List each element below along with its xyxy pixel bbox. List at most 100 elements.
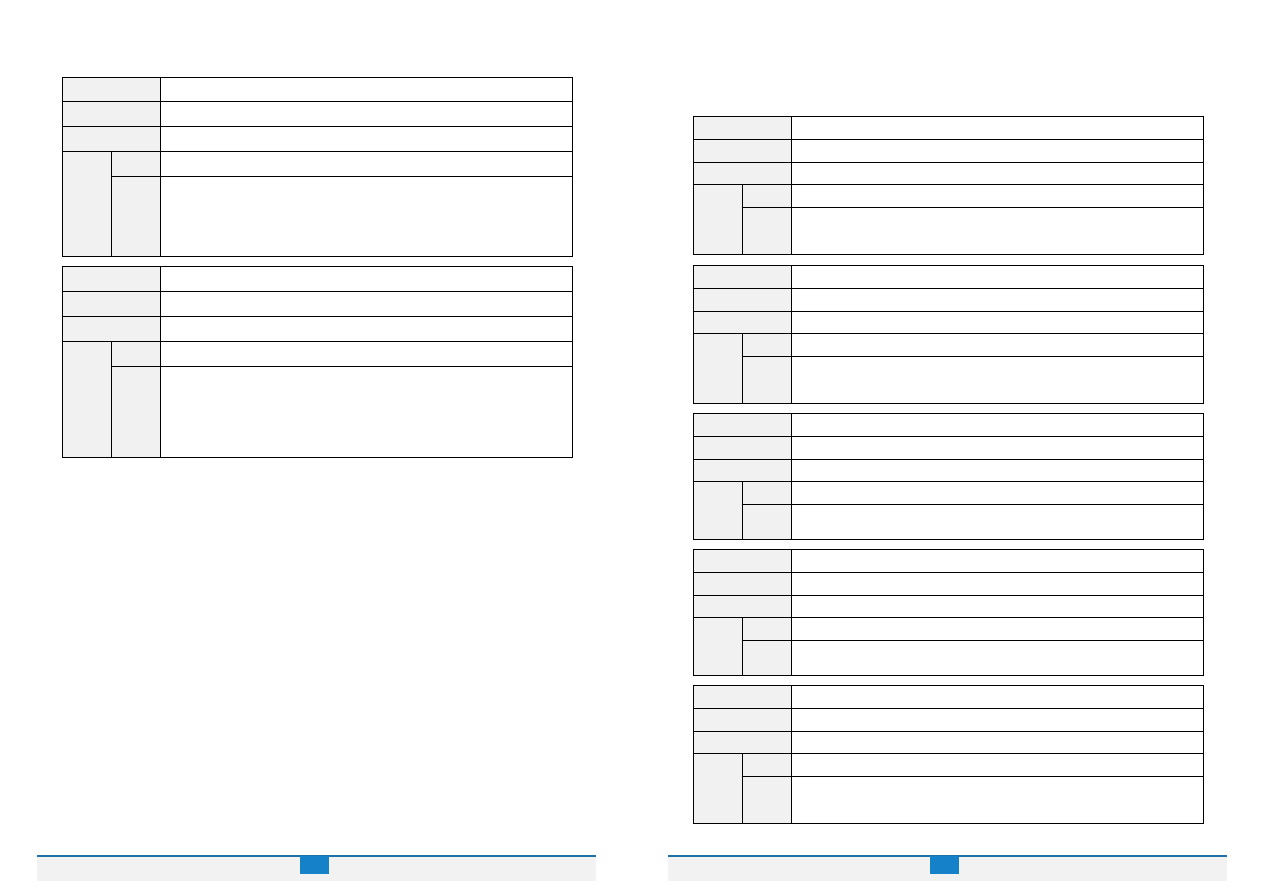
table-row [693, 116, 1204, 140]
field-value-cell [160, 316, 573, 342]
table-row [62, 77, 573, 102]
field-value-cell [791, 685, 1204, 709]
table-row [693, 572, 1204, 596]
field-label-cell [693, 731, 792, 754]
sub-label-cell [742, 753, 792, 777]
table-row [693, 184, 1204, 255]
field-value-cell [791, 333, 1204, 357]
field-label-cell [693, 413, 792, 437]
group-label-cell [693, 753, 743, 824]
form-table [62, 77, 573, 257]
field-label-cell [62, 291, 161, 317]
field-value-cell [791, 640, 1204, 676]
sub-label-cell [742, 481, 792, 505]
field-value-cell [791, 116, 1204, 140]
field-label-cell [62, 266, 161, 292]
table-row [62, 341, 573, 458]
field-value-cell [791, 731, 1204, 754]
field-label-cell [62, 101, 161, 127]
field-value-cell [791, 436, 1204, 460]
right-page [631, 0, 1262, 893]
field-label-cell [693, 288, 792, 312]
table-row [693, 413, 1204, 437]
table-row [693, 731, 1204, 754]
field-label-cell [62, 126, 161, 152]
table-row [693, 459, 1204, 482]
sub-label-cell [111, 341, 161, 367]
table-row [62, 291, 573, 317]
sub-label-cell [111, 176, 161, 257]
sub-label-cell [742, 333, 792, 357]
field-value-cell [791, 595, 1204, 618]
field-value-cell [791, 356, 1204, 404]
field-value-cell [160, 291, 573, 317]
field-label-cell [693, 595, 792, 618]
form-table [62, 266, 573, 458]
field-value-cell [791, 549, 1204, 573]
field-label-cell [693, 572, 792, 596]
table-row [693, 139, 1204, 163]
table-row [693, 708, 1204, 732]
field-value-cell [160, 341, 573, 367]
field-value-cell [791, 776, 1204, 824]
table-row [693, 265, 1204, 289]
page-number-tab [300, 856, 329, 874]
field-value-cell [791, 617, 1204, 641]
field-label-cell [62, 316, 161, 342]
table-row [693, 162, 1204, 185]
form-table [693, 549, 1204, 676]
form-table [693, 413, 1204, 540]
table-row [693, 685, 1204, 709]
field-value-cell [160, 151, 573, 177]
group-label-cell [693, 333, 743, 404]
table-row [693, 481, 1204, 540]
form-table [693, 116, 1204, 255]
field-label-cell [693, 459, 792, 482]
sub-label-cell [742, 640, 792, 676]
field-value-cell [791, 162, 1204, 185]
field-label-cell [693, 311, 792, 334]
form-table [693, 685, 1204, 824]
table-row [62, 126, 573, 152]
table-row [693, 288, 1204, 312]
table-row [63, 366, 573, 458]
field-value-cell [791, 481, 1204, 505]
field-value-cell [791, 459, 1204, 482]
group-label-cell [693, 184, 743, 255]
sub-label-cell [742, 207, 792, 255]
table-row [694, 504, 1204, 540]
left-page [37, 77, 596, 881]
field-value-cell [791, 207, 1204, 255]
table-row [62, 266, 573, 292]
field-label-cell [693, 436, 792, 460]
table-row [693, 436, 1204, 460]
table-row [62, 151, 573, 257]
field-label-cell [693, 708, 792, 732]
table-row [62, 316, 573, 342]
field-value-cell [791, 311, 1204, 334]
field-value-cell [791, 753, 1204, 777]
sub-label-cell [111, 151, 161, 177]
field-value-cell [160, 266, 573, 292]
field-value-cell [160, 126, 573, 152]
table-row [694, 640, 1204, 676]
field-label-cell [693, 139, 792, 163]
table-row [693, 333, 1204, 404]
table-row [693, 311, 1204, 334]
group-label-cell [693, 481, 743, 540]
table-row [694, 207, 1204, 255]
table-row [693, 595, 1204, 618]
form-table [693, 265, 1204, 404]
table-row [693, 753, 1204, 824]
field-value-cell [160, 176, 573, 257]
field-value-cell [791, 572, 1204, 596]
field-value-cell [791, 288, 1204, 312]
sub-label-cell [742, 617, 792, 641]
table-row [694, 356, 1204, 404]
field-value-cell [791, 504, 1204, 540]
sub-label-cell [742, 504, 792, 540]
sub-label-cell [742, 184, 792, 208]
group-label-cell [62, 341, 112, 458]
field-value-cell [160, 77, 573, 102]
table-row [693, 549, 1204, 573]
